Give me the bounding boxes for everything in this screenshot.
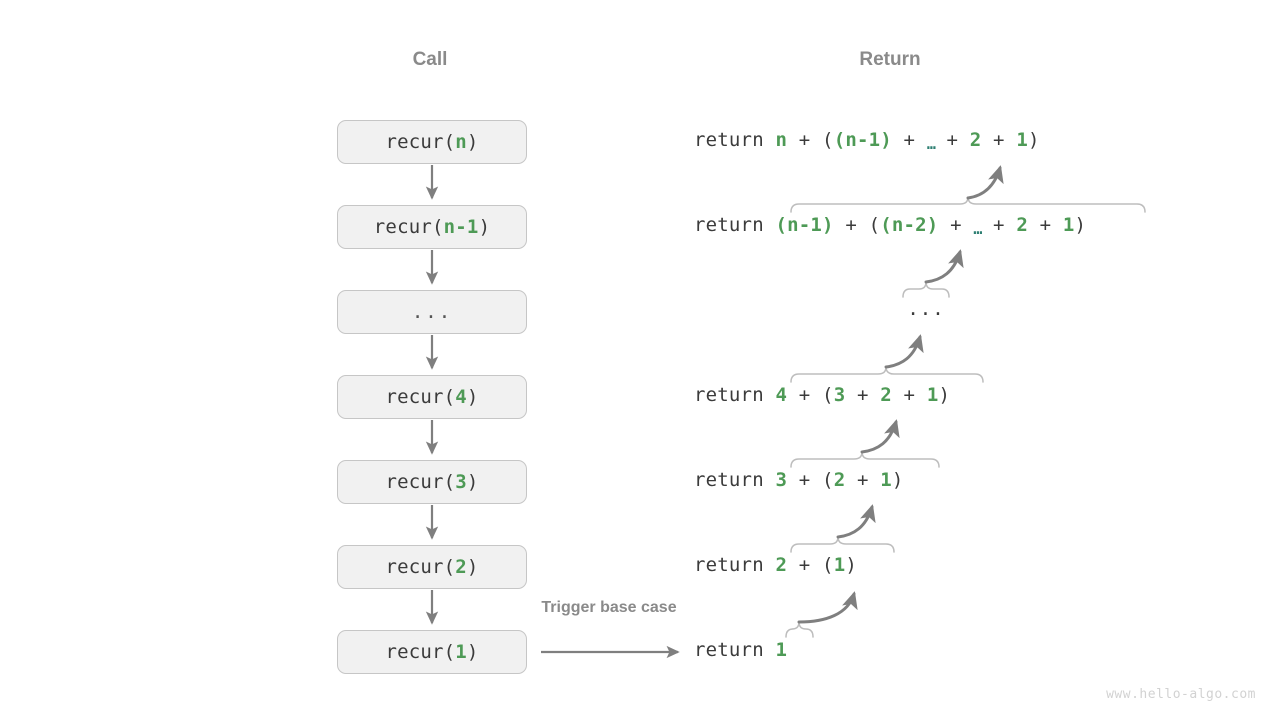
return-token-operator: ) — [891, 469, 904, 491]
return-token-operator: + — [891, 384, 927, 406]
return-token-value: (n-1) — [833, 129, 892, 151]
call-box: recur(n) — [337, 120, 527, 164]
column-heading-return: Return — [859, 49, 921, 70]
return-expression: return 1 — [694, 639, 787, 661]
call-box: recur(n-1) — [337, 205, 527, 249]
return-keyword: return — [694, 129, 776, 151]
call-box-suffix: ) — [478, 216, 491, 238]
call-box-suffix: ) — [466, 641, 479, 663]
call-box-argument: n-1 — [443, 216, 479, 238]
return-token-value: 3 — [833, 384, 846, 406]
return-token-operator: + — [981, 214, 1017, 236]
return-token-value: 1 — [880, 469, 892, 491]
call-box-ellipsis: ... — [411, 301, 453, 323]
return-token-operator: + — [934, 129, 970, 151]
return-token-ellipsis: … — [926, 135, 936, 153]
return-token-operator: + — [845, 384, 881, 406]
return-expression: return 2 + (1) — [694, 554, 857, 576]
column-heading-call: Call — [412, 49, 448, 70]
return-token-value: 1 — [775, 639, 788, 661]
call-box-suffix: ) — [466, 131, 479, 153]
call-box-suffix: ) — [466, 556, 479, 578]
return-expression: return 4 + (3 + 2 + 1) — [694, 384, 950, 406]
return-token-operator: + ( — [787, 554, 834, 576]
return-token-operator: + — [845, 469, 881, 491]
call-box: recur(2) — [337, 545, 527, 589]
return-expression: return 3 + (2 + 1) — [694, 469, 904, 491]
return-token-value: (n-1) — [775, 214, 834, 236]
call-box-argument: n — [455, 131, 467, 153]
call-box-prefix: recur( — [385, 556, 456, 578]
return-token-value: 1 — [833, 554, 846, 576]
call-box-argument: 3 — [455, 471, 467, 493]
return-expression: return (n-1) + ((n-2) + … + 2 + 1) — [694, 214, 1087, 238]
call-box-suffix: ) — [466, 471, 479, 493]
return-token-value: 4 — [775, 384, 788, 406]
call-box: recur(4) — [337, 375, 527, 419]
return-token-operator: + — [1027, 214, 1063, 236]
call-box-prefix: recur( — [385, 641, 456, 663]
watermark: www.hello-algo.com — [1106, 687, 1256, 702]
return-token-operator: + ( — [787, 469, 834, 491]
return-token-operator: + — [891, 129, 927, 151]
return-token-operator: ) — [845, 554, 857, 576]
return-token-operator: ) — [1074, 214, 1087, 236]
call-box: recur(3) — [337, 460, 527, 504]
call-box-argument: 4 — [455, 386, 467, 408]
return-token-value: n — [775, 129, 788, 151]
return-token-operator: + ( — [787, 129, 834, 151]
call-box-prefix: recur( — [385, 131, 456, 153]
return-expression: return n + ((n-1) + … + 2 + 1) — [694, 129, 1040, 153]
call-box-prefix: recur( — [385, 471, 456, 493]
return-token-operator: + — [938, 214, 974, 236]
return-keyword: return — [694, 639, 776, 661]
return-token-value: 3 — [775, 469, 788, 491]
return-token-operator: ) — [938, 384, 951, 406]
return-token-value: 1 — [926, 384, 939, 406]
call-box-suffix: ) — [466, 386, 479, 408]
return-token-value: (n-2) — [880, 214, 939, 236]
call-box-prefix: recur( — [373, 216, 444, 238]
return-token-value: 1 — [1062, 214, 1075, 236]
return-keyword: return — [694, 384, 776, 406]
return-ellipsis-row: ... — [907, 298, 945, 320]
return-token-value: 2 — [775, 554, 788, 576]
call-box: ... — [337, 290, 527, 334]
return-token-value: 2 — [880, 384, 892, 406]
return-token-value: 1 — [1016, 129, 1028, 151]
return-token-value: 2 — [833, 469, 846, 491]
return-token-operator: ) — [1027, 129, 1040, 151]
call-box: recur(1) — [337, 630, 527, 674]
call-box-argument: 1 — [455, 641, 467, 663]
return-token-ellipsis: … — [973, 220, 982, 238]
return-token-operator: + ( — [787, 384, 834, 406]
return-token-operator: + ( — [833, 214, 881, 236]
trigger-base-case-label: Trigger base case — [541, 599, 677, 616]
call-box-argument: 2 — [455, 556, 467, 578]
return-token-operator: + — [981, 129, 1017, 151]
return-token-value: 2 — [1016, 214, 1028, 236]
return-keyword: return — [694, 554, 776, 576]
return-token-value: 2 — [969, 129, 982, 151]
return-keyword: return — [694, 214, 776, 236]
call-box-prefix: recur( — [385, 386, 456, 408]
return-keyword: return — [694, 469, 776, 491]
